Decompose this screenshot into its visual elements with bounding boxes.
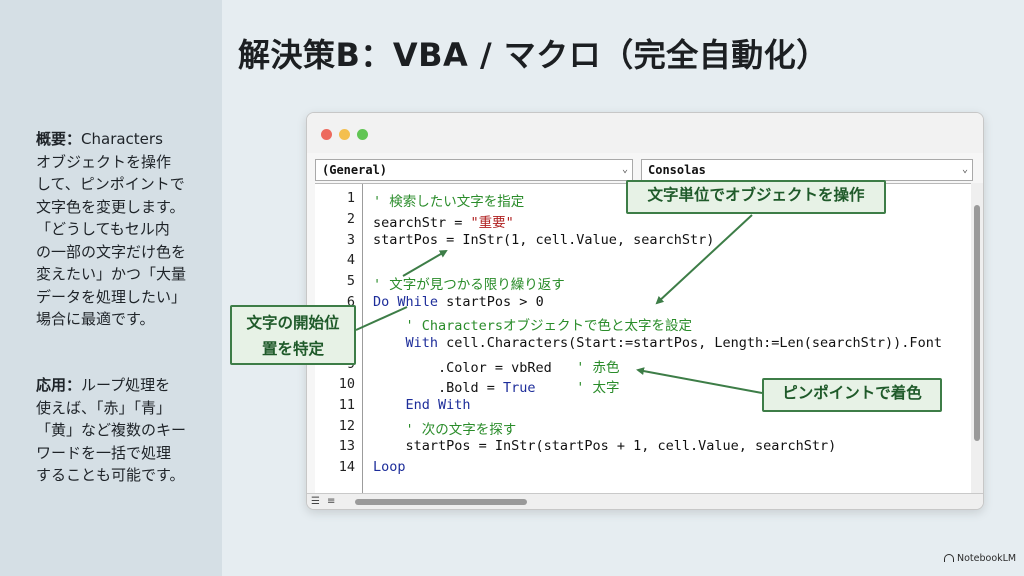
line-number: 5 bbox=[346, 273, 355, 289]
overview-text: 概要：Characters オブジェクトを操作 して、ピンポイントで 文字色を変… bbox=[36, 128, 216, 331]
code-line[interactable]: searchStr = "重要" bbox=[373, 211, 514, 231]
horizontal-scroll-thumb[interactable] bbox=[355, 499, 527, 505]
code-line[interactable]: .Bold = True ' 太字 bbox=[373, 376, 619, 396]
code-line[interactable]: ' 文字が見つかる限り繰り返す bbox=[373, 277, 565, 293]
line-number: 6 bbox=[346, 294, 355, 310]
procedure-dropdown-value: Consolas bbox=[648, 163, 706, 177]
full-module-view-icon[interactable]: ≡ bbox=[327, 496, 336, 507]
callout-start-line2: 置を特定 bbox=[261, 340, 324, 358]
close-window-icon[interactable] bbox=[321, 129, 332, 140]
code-line[interactable]: Do While startPos > 0 bbox=[373, 294, 544, 310]
procedure-dropdown[interactable]: Consolas ⌄ bbox=[641, 159, 973, 181]
overview-body: Characters オブジェクトを操作 して、ピンポイントで 文字色を変更しま… bbox=[36, 130, 187, 328]
string-literal: "重要" bbox=[470, 215, 514, 231]
comment: ' 太字 bbox=[576, 380, 620, 396]
line-number: 4 bbox=[346, 252, 355, 268]
line-number: 3 bbox=[346, 232, 355, 248]
apply-body: ループ処理を 使えば、「赤」「青」 「黄」など複数のキー ワードを一括で処理 す… bbox=[36, 376, 187, 484]
apply-label: 応用： bbox=[36, 376, 82, 394]
keyword: Do While bbox=[373, 294, 439, 310]
callout-start-position: 文字の開始位 置を特定 bbox=[230, 305, 356, 365]
callout-start-line1: 文字の開始位 bbox=[246, 314, 340, 332]
minimize-window-icon[interactable] bbox=[339, 129, 350, 140]
code-line[interactable]: ' 検索したい文字を指定 bbox=[373, 194, 525, 210]
line-number: 14 bbox=[338, 459, 355, 475]
code-editor[interactable]: 1 2 3 4 5 6 7 8 9 10 11 12 13 14 ' 検索したい… bbox=[315, 183, 973, 493]
window-titlebar bbox=[307, 113, 983, 153]
line-number: 1 bbox=[346, 190, 355, 206]
vertical-scrollbar[interactable] bbox=[971, 183, 983, 495]
code-line[interactable]: With cell.Characters(Start:=startPos, Le… bbox=[373, 335, 942, 351]
left-panel: 概要：Characters オブジェクトを操作 して、ピンポイントで 文字色を変… bbox=[0, 0, 222, 576]
notebooklm-logo: NotebookLM bbox=[944, 553, 1016, 564]
object-dropdown-value: (General) bbox=[322, 163, 388, 177]
slide-title: 解決策B：VBA / マクロ（完全自動化） bbox=[238, 36, 829, 74]
notebooklm-icon bbox=[944, 554, 954, 562]
line-number: 12 bbox=[338, 418, 355, 434]
overview-label: 概要： bbox=[36, 130, 82, 148]
code-line[interactable]: Loop bbox=[373, 459, 406, 475]
apply-text: 応用：ループ処理を 使えば、「赤」「青」 「黄」など複数のキー ワードを一括で処… bbox=[36, 374, 216, 487]
line-number: 2 bbox=[346, 211, 355, 227]
brand-name: NotebookLM bbox=[957, 553, 1017, 564]
code-token: searchStr = bbox=[373, 215, 471, 231]
procedure-view-icon[interactable]: ☰ bbox=[311, 496, 320, 507]
line-number: 13 bbox=[338, 438, 355, 454]
code-line[interactable]: startPos = InStr(startPos + 1, cell.Valu… bbox=[373, 438, 837, 454]
callout-pinpoint-color: ピンポイントで着色 bbox=[762, 378, 942, 412]
callout-character-object: 文字単位でオブジェクトを操作 bbox=[626, 180, 886, 214]
chevron-down-icon: ⌄ bbox=[961, 164, 968, 175]
comment: ' 赤色 bbox=[576, 360, 620, 376]
vertical-scroll-thumb[interactable] bbox=[974, 205, 980, 441]
code-line[interactable]: ' Charactersオブジェクトで色と太字を設定 bbox=[373, 318, 693, 334]
chevron-down-icon: ⌄ bbox=[621, 164, 628, 175]
code-token: .Bold = bbox=[373, 380, 504, 396]
keyword: True bbox=[503, 380, 536, 396]
code-line[interactable]: ' 次の文字を探す bbox=[373, 422, 517, 438]
horizontal-scrollbar[interactable]: ☰ ≡ bbox=[307, 493, 983, 509]
code-token: .Color = vbRed bbox=[373, 360, 577, 376]
code-token: cell.Characters(Start:=startPos, Length:… bbox=[438, 335, 942, 351]
line-number: 11 bbox=[338, 397, 355, 413]
keyword: With bbox=[373, 335, 439, 351]
code-token bbox=[536, 380, 577, 396]
line-number: 10 bbox=[338, 376, 355, 392]
object-dropdown[interactable]: (General) ⌄ bbox=[315, 159, 633, 181]
maximize-window-icon[interactable] bbox=[357, 129, 368, 140]
code-line[interactable]: startPos = InStr(1, cell.Value, searchSt… bbox=[373, 232, 715, 248]
code-line[interactable]: End With bbox=[373, 397, 471, 413]
vba-editor-window: (General) ⌄ Consolas ⌄ 1 2 3 4 5 6 7 8 9… bbox=[306, 112, 984, 510]
code-token: startPos > 0 bbox=[438, 294, 544, 310]
code-line[interactable]: .Color = vbRed ' 赤色 bbox=[373, 356, 619, 376]
